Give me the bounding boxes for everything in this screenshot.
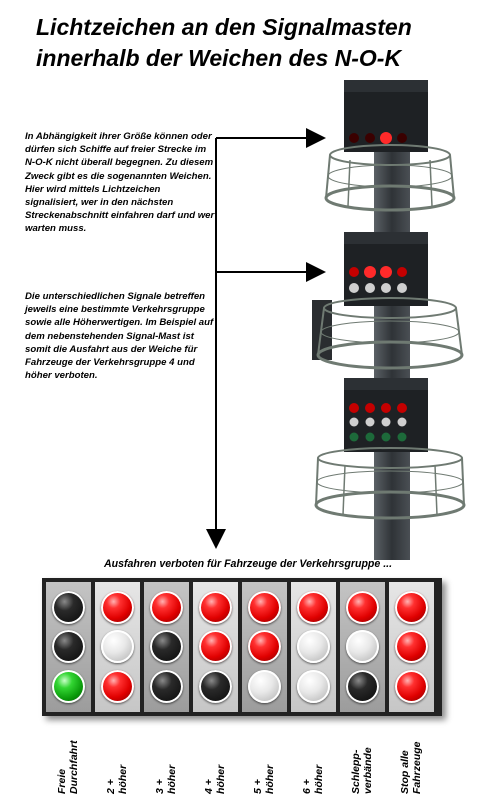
signal-lamp-green [52,670,85,703]
signal-lamp-black [52,591,85,624]
mast-lamp [349,283,359,293]
signal-lamp-black [199,670,232,703]
signal-mast-illustration [206,80,466,560]
mast-lamp-lit [380,132,392,144]
signal-head-middle [344,232,428,306]
signal-cell [242,582,287,712]
signal-cell [46,582,91,712]
mast-lamp [397,133,407,143]
signal-cell [144,582,189,712]
example-paragraph: Die unterschiedlichen Signale betreffen … [25,291,214,382]
signal-cell [95,582,140,712]
mast-lamp [365,133,375,143]
mast-lamp [349,133,359,143]
signal-label-text: 2 + höher [105,764,129,794]
mast-lamp [397,403,407,413]
mast-lamp [365,403,375,413]
signal-lamp-white [297,630,330,663]
signal-lamp-red [248,591,281,624]
mast-lamp [381,283,391,293]
mast-pole [374,80,410,560]
signal-label-text: Freie Durchfahrt [56,740,80,794]
signal-label-text: Schlepp- verbände [350,747,374,794]
signal-head-bottom [344,378,428,452]
signal-label-text: 4 + höher [203,764,227,794]
mast-lamp [397,283,407,293]
mast-lamp [397,267,407,277]
signal-lamp-red [297,591,330,624]
platform-bottom [314,447,466,520]
platform-top [324,144,456,212]
mast-lamp-lit [380,266,392,278]
signal-lamp-red [199,591,232,624]
signal-label-text: 5 + höher [252,764,276,794]
signal-lamp-white [101,630,134,663]
mast-lamp [349,267,359,277]
signal-lamp-black [52,630,85,663]
mast-lamp [397,432,407,442]
pointer-arrows [206,128,326,549]
mast-lamp [381,417,391,427]
signal-cell [291,582,336,712]
signal-lamp-red [101,591,134,624]
signal-lamp-black [150,630,183,663]
signal-lamp-red [395,630,428,663]
signal-lamp-red [395,670,428,703]
mast-lamp [349,403,359,413]
signal-lamp-black [150,670,183,703]
mast-lamp [365,283,375,293]
mast-lamp [349,432,359,442]
mast-lamp [381,432,391,442]
signal-lamp-red [101,670,134,703]
signal-cell [193,582,238,712]
signal-label-text: 6 + höher [301,764,325,794]
signal-lamp-black [346,670,379,703]
signals-caption: Ausfahren verboten für Fahrzeuge der Ver… [104,558,393,570]
signal-lamp-red [199,630,232,663]
signal-lamp-white [248,670,281,703]
signal-lamp-white [346,630,379,663]
signal-cell [340,582,385,712]
mast-lamp [365,432,375,442]
signal-label-text: Stop alle Fahrzeuge [399,741,423,794]
signal-lamp-red [248,630,281,663]
mast-lamp [365,417,375,427]
signal-lamp-red [346,591,379,624]
signal-label: Stop alle Fahrzeuge [399,736,459,796]
mast-lamp [397,417,407,427]
mast-lamp [349,417,359,427]
signal-head-top [344,80,428,152]
title-line-1: Lichtzeichen an den Signalmasten [36,14,412,40]
signal-legend-panel [42,578,442,716]
signal-lamp-red [150,591,183,624]
platform-middle [312,297,464,370]
page-title: Lichtzeichen an den Signalmasten innerha… [36,12,476,74]
title-line-2: innerhalb der Weichen des N-O-K [36,45,402,71]
signal-lamp-red [395,591,428,624]
intro-paragraph: In Abhängigkeit ihrer Größe können oder … [25,131,215,235]
signal-label-text: 3 + höher [154,764,178,794]
mast-lamp-lit [364,266,376,278]
signal-cell [389,582,434,712]
signal-lamp-white [297,670,330,703]
mast-lamp [381,403,391,413]
